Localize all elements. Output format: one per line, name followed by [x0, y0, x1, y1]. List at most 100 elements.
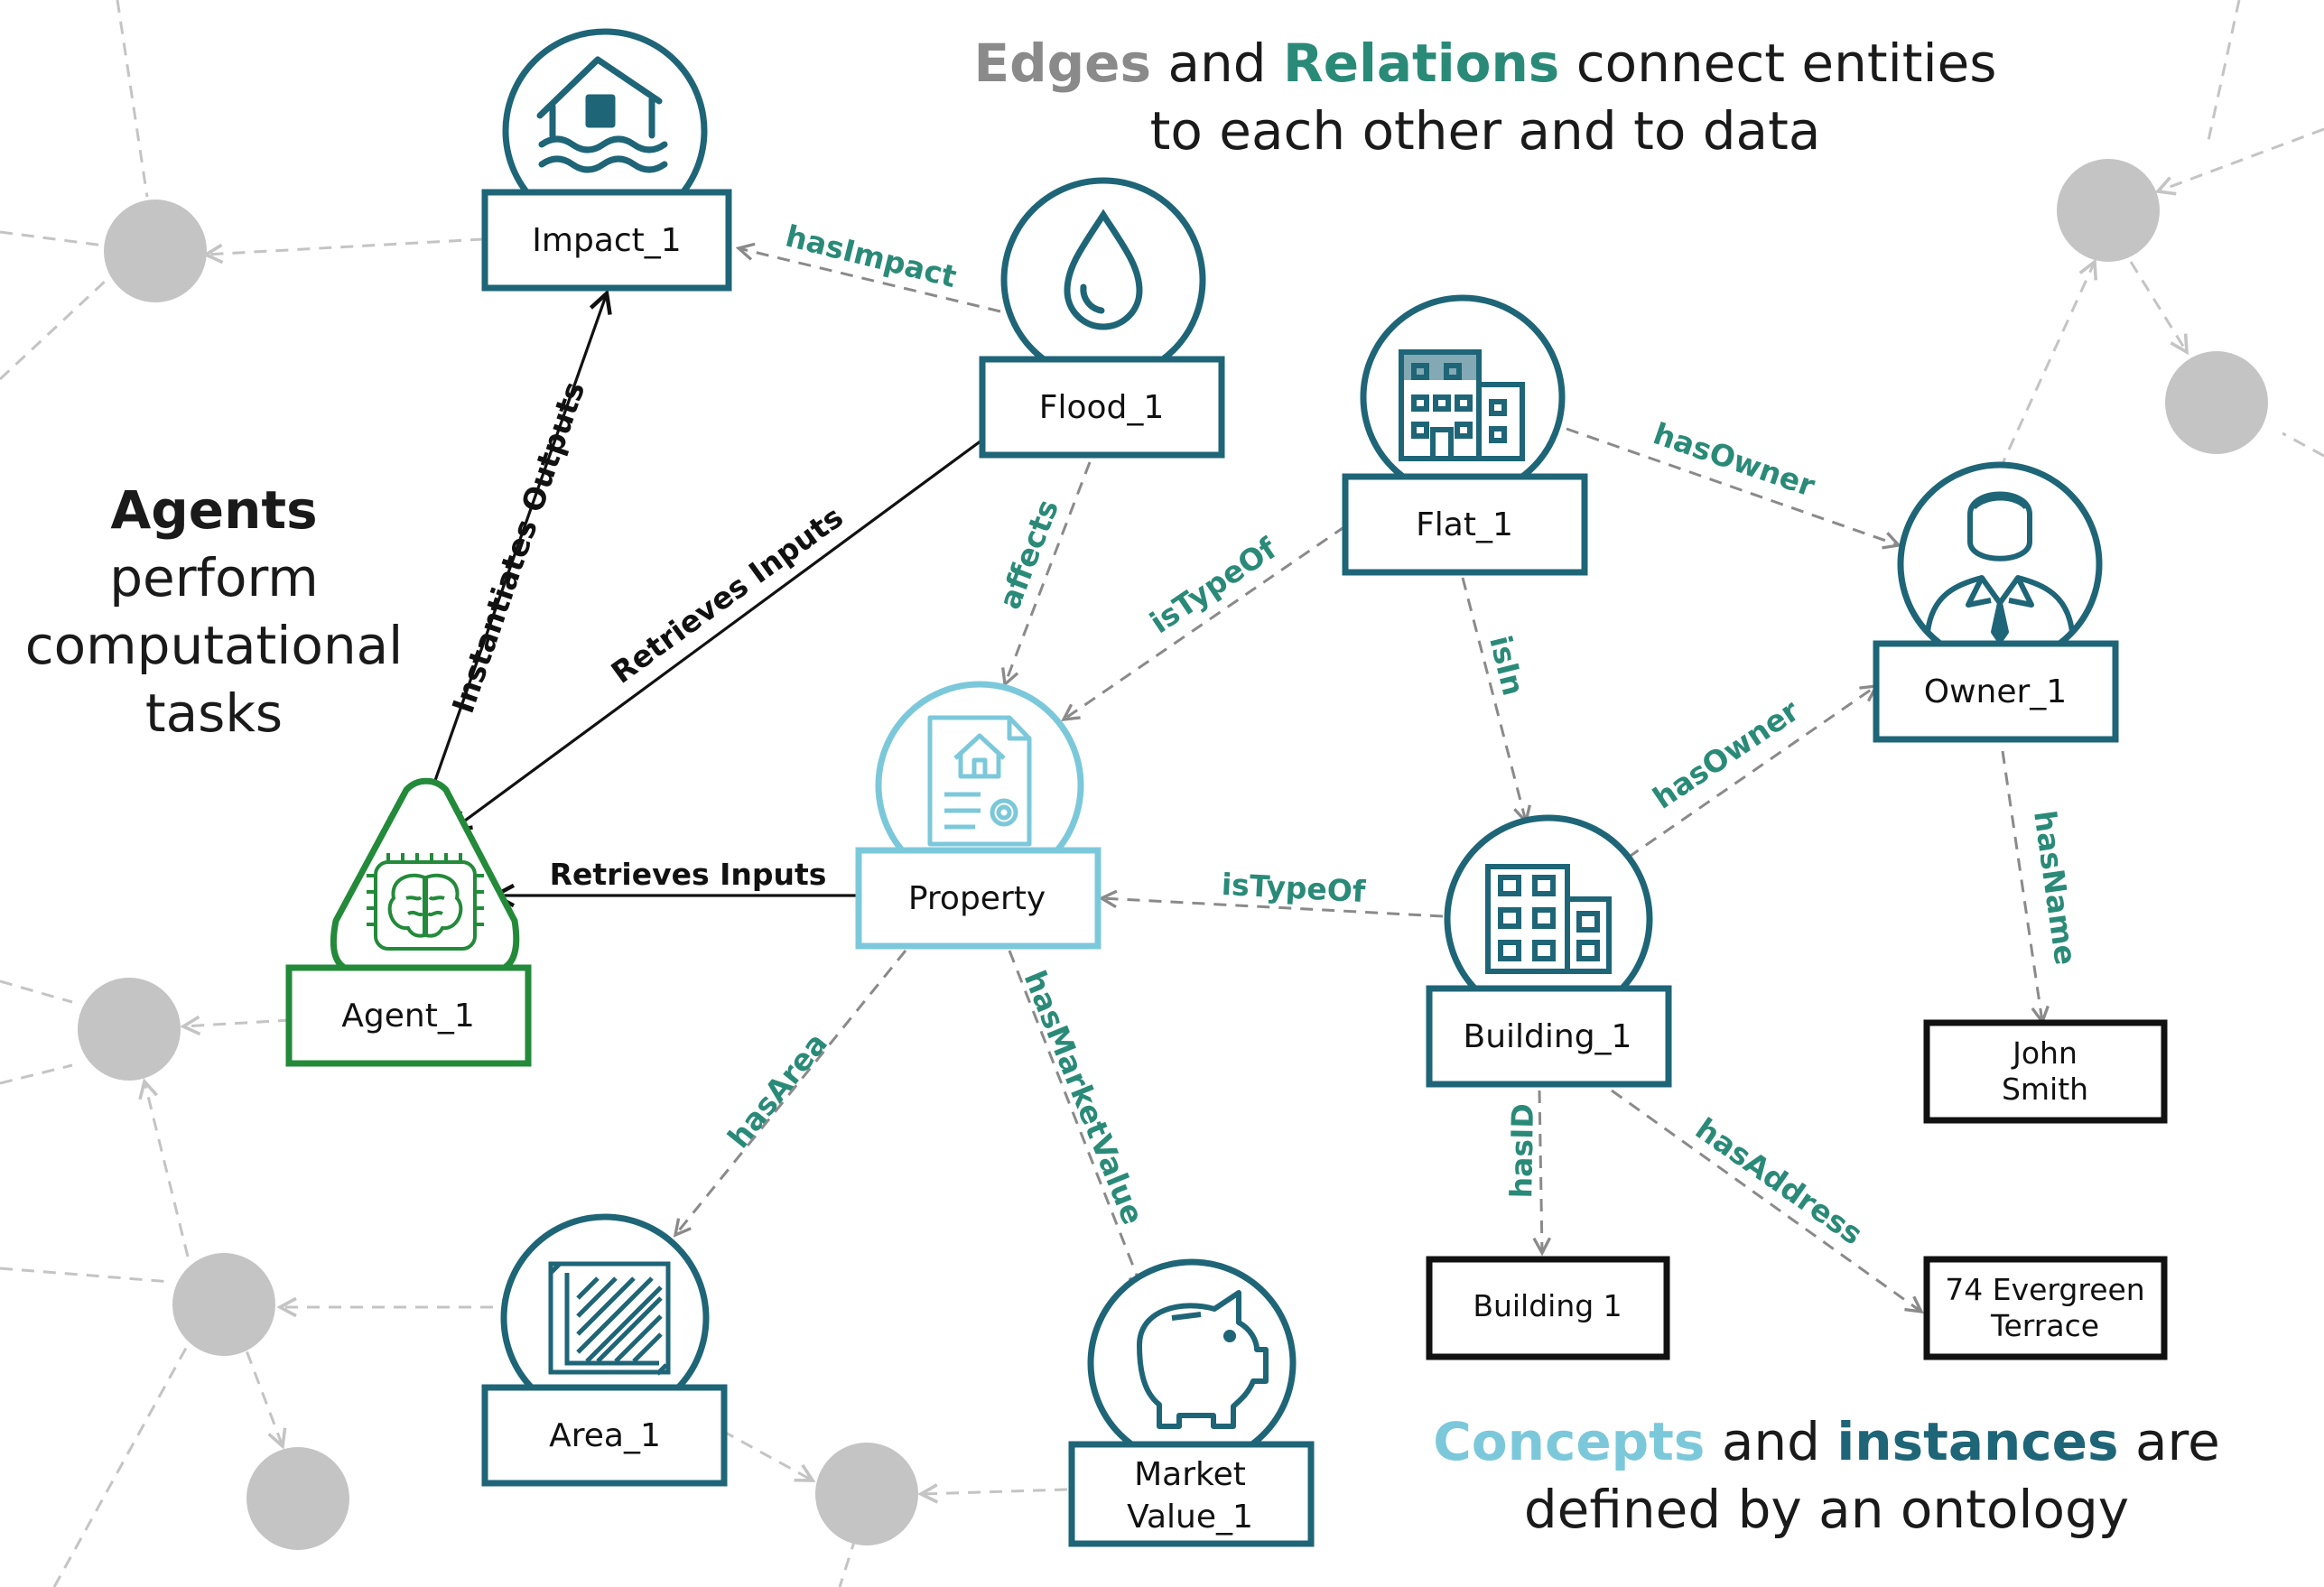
edge-isIn — [1461, 577, 1526, 821]
piggy-bank-icon — [1137, 1290, 1269, 1429]
agents-line-2: computational — [25, 615, 404, 676]
edges-heading-line2: to each other and to data — [1150, 100, 1821, 162]
literal-building-id-text: Building 1 — [1473, 1288, 1622, 1323]
label-hasOwner-building: hasOwner — [1647, 692, 1807, 816]
edge-retrieves-inputs-flood — [451, 439, 982, 831]
label-hasAddress: hasAddress — [1689, 1111, 1869, 1252]
bg-node — [172, 1253, 275, 1356]
label-isIn: isIn — [1483, 632, 1531, 699]
edges-word: Edges — [974, 32, 1152, 94]
node-area[interactable]: Area_1 — [481, 1213, 728, 1487]
bg-edge — [2206, 0, 2241, 145]
edges-heading-line1: Edges and Relations connect entities — [974, 32, 1997, 94]
node-owner-label: Owner_1 — [1924, 673, 2067, 710]
node-agent-label: Agent_1 — [341, 998, 474, 1035]
bg-edge — [144, 1081, 190, 1258]
bg-edge — [721, 1429, 813, 1480]
edge-hasName — [2001, 750, 2042, 1022]
bg-node — [246, 1447, 349, 1550]
edge-hasOwner-flat — [1566, 427, 1899, 545]
bg-edge — [2158, 127, 2324, 191]
literal-john-smith[interactable]: John Smith — [1923, 1019, 2168, 1124]
area-square-icon — [548, 1261, 671, 1376]
property-document-icon — [927, 715, 1032, 847]
node-flat[interactable]: Flat_1 — [1342, 294, 1588, 576]
label-instantiates-outputs: Instantiates Outputs — [445, 377, 591, 718]
node-building[interactable]: Building_1 — [1426, 814, 1672, 1088]
node-property-label: Property — [908, 880, 1046, 917]
node-market-label-line2: Value_1 — [1127, 1499, 1253, 1536]
edge-hasID — [1539, 1090, 1542, 1253]
label-hasID: hasID — [1503, 1103, 1540, 1199]
bg-node — [815, 1443, 918, 1545]
edge-hasMarketValue — [1008, 950, 1142, 1289]
bg-node — [2165, 351, 2268, 454]
label-hasName: hasName — [2027, 808, 2084, 967]
office-building-icon — [1485, 864, 1612, 974]
relations-word: Relations — [1283, 32, 1559, 94]
literal-building-id[interactable]: Building 1 — [1426, 1256, 1670, 1360]
bg-edge — [0, 979, 73, 1004]
bg-edge — [2129, 261, 2187, 352]
agents-line-1: perform — [109, 547, 319, 608]
bg-node — [78, 978, 181, 1081]
node-property[interactable]: Property — [855, 681, 1102, 950]
node-impact-label: Impact_1 — [532, 222, 681, 259]
node-flood-label: Flood_1 — [1039, 389, 1165, 426]
edge-hasOwner-building — [1627, 686, 1876, 859]
node-flood[interactable]: Flood_1 — [979, 177, 1225, 459]
brain-chip-icon — [367, 853, 484, 951]
bg-edge — [116, 0, 149, 198]
edge-hasImpact — [739, 248, 1001, 313]
bg-edge — [0, 1063, 73, 1085]
literal-address-line2: Terrace — [1990, 1308, 2099, 1343]
label-hasMarketValue: hasMarketValue — [1018, 966, 1151, 1230]
agents-word: Agents — [110, 479, 317, 541]
edge-hasArea — [675, 950, 907, 1235]
instances-word: instances — [1836, 1411, 2118, 1472]
node-building-label: Building_1 — [1464, 1018, 1632, 1055]
edges-and: and — [1151, 32, 1283, 94]
bg-node — [104, 200, 207, 302]
bg-edge — [0, 278, 108, 381]
agent-edges — [425, 293, 982, 896]
literal-address[interactable]: 74 Evergreen Terrace — [1923, 1256, 2168, 1360]
edge-isTypeOf-building — [1102, 898, 1444, 918]
bg-edge — [183, 1020, 292, 1026]
edge-instantiates-outputs — [425, 293, 607, 804]
bg-edge — [52, 1324, 200, 1587]
apartment-building-icon — [1399, 349, 1525, 461]
concepts-and: and — [1705, 1411, 1836, 1472]
concepts-word: Concepts — [1433, 1411, 1705, 1472]
literal-john-line2: Smith — [2002, 1072, 2088, 1107]
label-isTypeOf-flat: isTypeOf — [1144, 530, 1284, 640]
bg-edge — [0, 230, 105, 247]
node-market-label-line1: Market — [1134, 1456, 1246, 1493]
bg-edge — [0, 1267, 172, 1284]
bg-node — [2057, 159, 2160, 262]
concepts-heading-line2: defined by an ontology — [1524, 1479, 2129, 1540]
node-impact[interactable]: Impact_1 — [481, 28, 732, 292]
label-retrieves-inputs-property: Retrieves Inputs — [550, 857, 827, 892]
edge-isTypeOf-flat — [1064, 524, 1346, 719]
node-flat-label: Flat_1 — [1416, 506, 1513, 543]
literal-address-line1: 74 Evergreen — [1945, 1272, 2144, 1307]
label-hasOwner-flat: hasOwner — [1649, 415, 1819, 504]
node-area-label: Area_1 — [549, 1417, 661, 1454]
node-market-value[interactable]: Market Value_1 — [1068, 1258, 1315, 1547]
bg-edge — [1998, 262, 2095, 470]
flooded-house-icon — [536, 56, 668, 173]
node-owner[interactable]: Owner_1 — [1873, 461, 2119, 743]
businessman-icon — [1925, 491, 2075, 644]
bg-edge — [2282, 432, 2324, 458]
label-hasArea: hasArea — [720, 1026, 834, 1155]
label-hasImpact: hasImpact — [782, 218, 960, 295]
concepts-are: are — [2119, 1411, 2220, 1472]
literal-john-line1: John — [2011, 1035, 2078, 1071]
bg-edge — [206, 237, 484, 255]
label-retrieves-inputs-flood: Retrieves Inputs — [605, 499, 850, 691]
concepts-heading-line1: Concepts and instances are — [1433, 1411, 2220, 1472]
label-isTypeOf-building: isTypeOf — [1221, 867, 1367, 909]
node-agent[interactable]: Agent_1 — [285, 777, 532, 1067]
